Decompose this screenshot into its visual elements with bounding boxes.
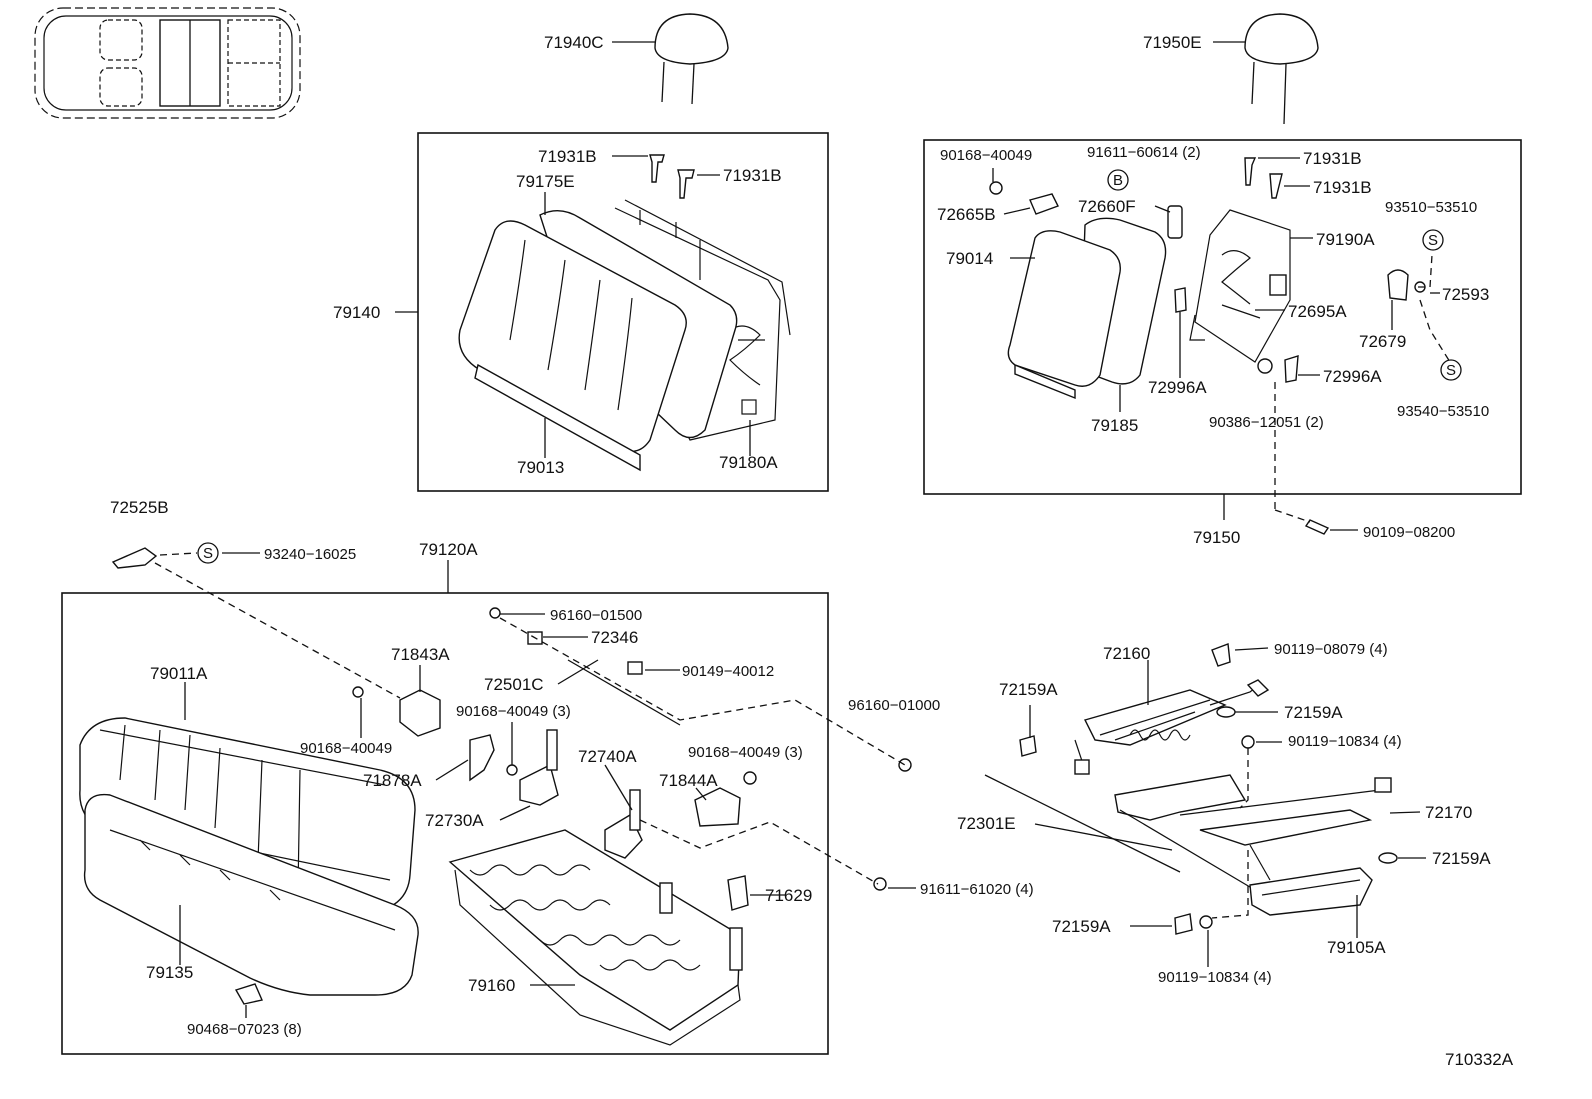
label-90168-40049-3b: 90168−40049 (3) xyxy=(688,744,803,761)
seat-track-small-parts xyxy=(1019,643,1398,935)
seat-track-lower xyxy=(1249,867,1373,916)
label-71844a: 71844A xyxy=(659,771,718,790)
label-71931b-1: 71931B xyxy=(538,147,597,166)
seat-cushion-frame xyxy=(448,829,743,1046)
seat-cushion-box xyxy=(61,592,829,1055)
label-90149-40012: 90149−40012 xyxy=(682,663,774,680)
label-72525b: 72525B xyxy=(110,498,169,517)
headrest-left xyxy=(654,13,729,105)
label-79160: 79160 xyxy=(468,976,515,995)
svg-text:B: B xyxy=(1113,172,1123,189)
leader-lines xyxy=(179,41,1440,1018)
label-71950e: 71950E xyxy=(1143,33,1202,52)
svg-text:S: S xyxy=(1428,232,1438,249)
label-72996a-2: 72996A xyxy=(1323,367,1382,386)
split-seatback-small-parts xyxy=(989,157,1426,535)
label-79185: 79185 xyxy=(1091,416,1138,435)
label-79135: 79135 xyxy=(146,963,193,982)
label-91611-61020: 91611−61020 (4) xyxy=(920,881,1034,898)
bench-seatback-cover xyxy=(458,220,687,472)
svg-text:S: S xyxy=(203,545,213,562)
label-72996a-1: 72996A xyxy=(1148,378,1207,397)
label-90468-07023: 90468−07023 (8) xyxy=(187,1021,302,1038)
label-71843a: 71843A xyxy=(391,645,450,664)
seat-cushion-pad xyxy=(83,793,419,996)
label-90386-12051: 90386−12051 (2) xyxy=(1209,414,1324,431)
label-72346: 72346 xyxy=(591,628,638,647)
label-79150: 79150 xyxy=(1193,528,1240,547)
label-79013: 79013 xyxy=(517,458,564,477)
seatback-split-box xyxy=(923,139,1522,495)
label-71931b-4: 71931B xyxy=(1313,178,1372,197)
label-96160-01500: 96160−01500 xyxy=(550,607,642,624)
label-93510-53510: 93510−53510 xyxy=(1385,199,1477,216)
label-72740a: 72740A xyxy=(578,747,637,766)
label-71931b-2: 71931B xyxy=(723,166,782,185)
symbol-s-93540: S xyxy=(1440,359,1462,381)
label-91611-60614: 91611−60614 (2) xyxy=(1087,144,1201,161)
symbol-b: B xyxy=(1107,169,1129,191)
symbol-s-93510: S xyxy=(1422,229,1444,251)
label-72160: 72160 xyxy=(1103,644,1150,663)
seat-track-frame xyxy=(1114,774,1392,891)
label-72159a-4: 72159A xyxy=(1052,917,1111,936)
label-79120a: 79120A xyxy=(419,540,478,559)
label-72660f: 72660F xyxy=(1078,197,1136,216)
label-79190a: 79190A xyxy=(1316,230,1375,249)
label-90168-40049-b: 90168−40049 xyxy=(300,740,392,757)
label-71878a: 71878A xyxy=(363,771,422,790)
label-72679: 72679 xyxy=(1359,332,1406,351)
cable-72301e xyxy=(984,774,1181,873)
vehicle-locator-icon xyxy=(34,7,301,119)
label-90109-08200: 90109−08200 xyxy=(1363,524,1455,541)
label-72501c: 72501C xyxy=(484,675,544,694)
label-90119-10834-a: 90119−10834 (4) xyxy=(1288,733,1402,750)
label-90168-40049-a: 90168−40049 xyxy=(940,147,1032,164)
label-72301e: 72301E xyxy=(957,814,1016,833)
label-72665b: 72665B xyxy=(937,205,996,224)
seat-track-upper xyxy=(1074,679,1270,775)
label-72159a-3: 72159A xyxy=(1432,849,1491,868)
label-79175e: 79175E xyxy=(516,172,575,191)
label-93240-16025: 93240−16025 xyxy=(264,546,356,563)
svg-text:S: S xyxy=(1446,362,1456,379)
dashed-connection-lines xyxy=(154,254,1451,919)
label-79014: 79014 xyxy=(946,249,993,268)
label-79180a: 79180A xyxy=(719,453,778,472)
label-72159a-1: 72159A xyxy=(999,680,1058,699)
headrest-right xyxy=(1244,13,1319,125)
label-93540-53510: 93540−53510 xyxy=(1397,403,1489,420)
label-79011a: 79011A xyxy=(150,664,208,683)
label-71629: 71629 xyxy=(765,886,812,905)
label-72695a: 72695A xyxy=(1288,302,1347,321)
symbol-s-93240: S xyxy=(197,542,219,564)
label-72159a-2: 72159A xyxy=(1284,703,1343,722)
label-72730a: 72730A xyxy=(425,811,484,830)
part-labels: 71940C 71950E 71931B 71931B 79175E 79140… xyxy=(110,33,1514,1069)
label-710332a: 710332A xyxy=(1445,1050,1514,1069)
label-71931b-3: 71931B xyxy=(1303,149,1362,168)
label-79105a: 79105A xyxy=(1327,938,1386,957)
label-96160-01000: 96160−01000 xyxy=(848,697,940,714)
label-72170: 72170 xyxy=(1425,803,1472,822)
label-90168-40049-3a: 90168−40049 (3) xyxy=(456,703,571,720)
cable-72501c xyxy=(567,659,681,726)
split-seatback-frame xyxy=(1189,209,1291,363)
label-72593: 72593 xyxy=(1442,285,1489,304)
label-90119-08079: 90119−08079 (4) xyxy=(1274,641,1388,658)
label-71940c: 71940C xyxy=(544,33,604,52)
label-79140: 79140 xyxy=(333,303,380,322)
split-seatback-cover xyxy=(1007,230,1121,400)
label-90119-10834-b: 90119−10834 (4) xyxy=(1158,969,1272,986)
bench-seatback-bolts xyxy=(649,154,695,199)
